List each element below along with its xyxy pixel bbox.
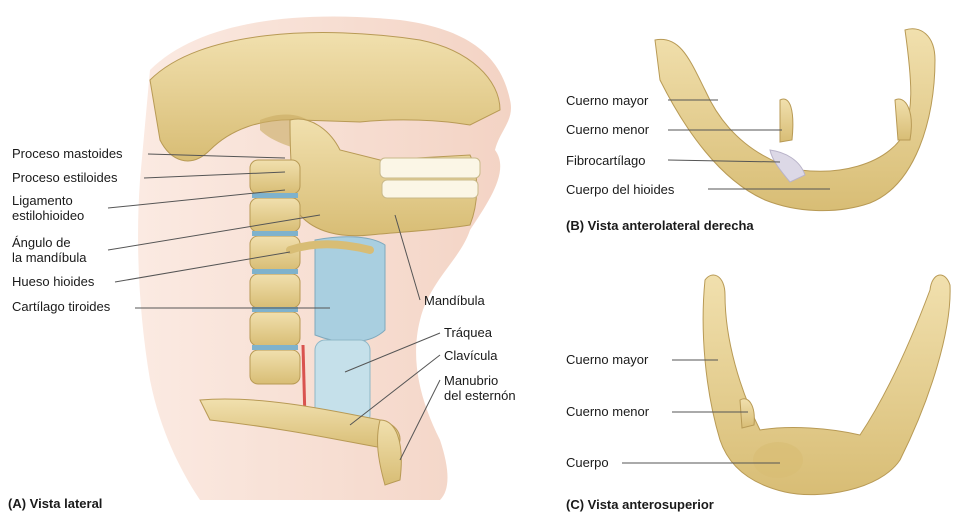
label-angulo-line2: la mandíbula — [12, 250, 86, 265]
label-traquea: Tráquea — [444, 325, 492, 340]
label-ligamento-line2: estilohioideo — [12, 208, 84, 223]
label-c-cuerno-menor: Cuerno menor — [566, 404, 649, 419]
caption-vista-lateral: (A) Vista lateral — [8, 496, 102, 511]
label-b-fibrocartilago: Fibrocartílago — [566, 153, 645, 168]
label-angulo-line1: Ángulo de — [12, 235, 71, 250]
label-hueso-hioides: Hueso hioides — [12, 274, 94, 289]
caption-vista-anterolateral: (B) Vista anterolateral derecha — [566, 218, 754, 233]
label-manubrio-line2: del esternón — [444, 388, 516, 403]
label-manubrio-line1: Manubrio — [444, 373, 498, 388]
label-c-cuerno-mayor: Cuerno mayor — [566, 352, 648, 367]
hyoid-anterolateral — [655, 29, 935, 211]
label-ligamento-line1: Ligamento — [12, 193, 73, 208]
label-proceso-estiloides: Proceso estiloides — [12, 170, 118, 185]
label-b-cuerpo-hioides: Cuerpo del hioides — [566, 182, 674, 197]
label-b-cuerno-menor: Cuerno menor — [566, 122, 649, 137]
label-mandibula: Mandíbula — [424, 293, 485, 308]
label-clavicula: Clavícula — [444, 348, 497, 363]
cervical-spine — [250, 160, 300, 384]
label-c-cuerpo: Cuerpo — [566, 455, 609, 470]
label-b-cuerno-mayor: Cuerno mayor — [566, 93, 648, 108]
label-proceso-mastoides: Proceso mastoides — [12, 146, 123, 161]
hyoid-anterosuperior — [703, 275, 950, 495]
label-cartilago-tiroides: Cartílago tiroides — [12, 299, 110, 314]
caption-vista-anterosuperior: (C) Vista anterosuperior — [566, 497, 714, 512]
teeth — [380, 158, 480, 198]
